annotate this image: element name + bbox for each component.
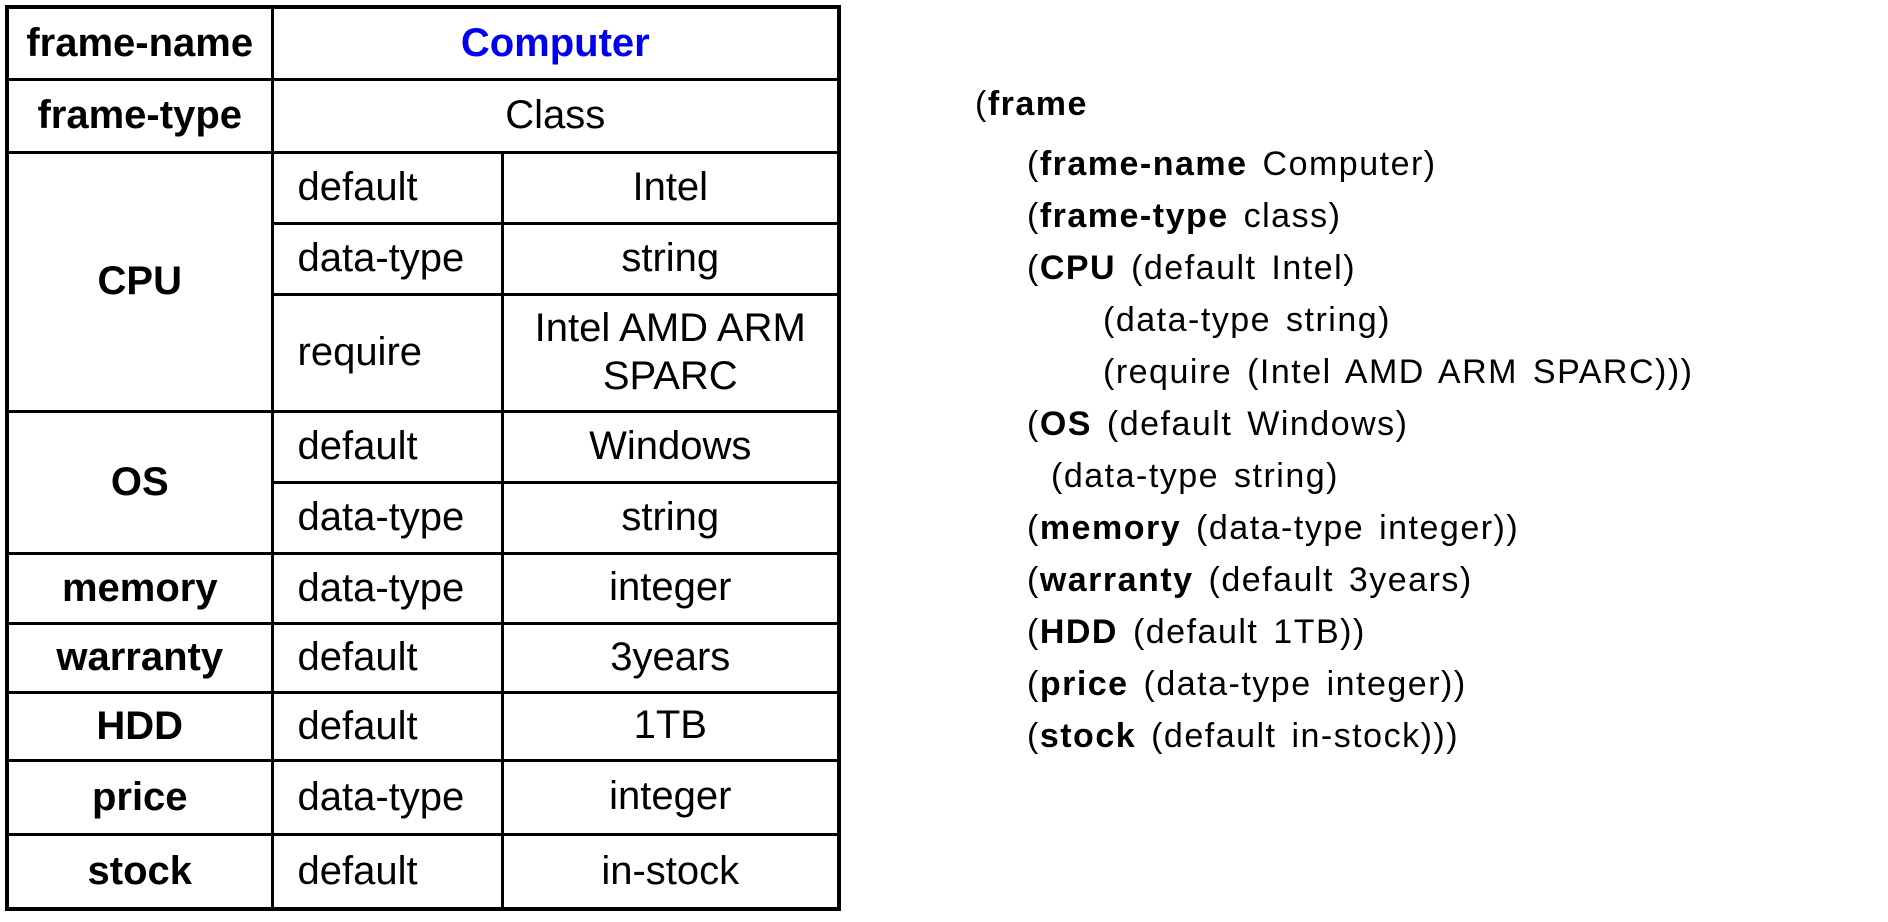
warranty-value-cell: 3years: [500, 621, 841, 694]
code-line: (warranty (default 3years): [975, 554, 1693, 606]
table-row: require Intel AMD ARM SPARC: [7, 292, 841, 413]
os-default-value-cell: Windows: [500, 409, 841, 484]
hdd-value-cell: 1TB: [500, 690, 841, 762]
slot-price-cell: price: [5, 758, 274, 836]
code-slot-name: warranty: [1039, 561, 1194, 599]
table-row: CPU default Intel: [5, 150, 841, 413]
code-line-rest: (require (Intel AMD ARM SPARC))): [1103, 353, 1694, 391]
cpu-require-facet-cell: require: [270, 292, 504, 413]
frame-name-label-cell: frame-name: [5, 5, 274, 81]
price-facet-cell: data-type: [270, 758, 504, 836]
cpu-default-facet-cell: default: [270, 150, 504, 225]
code-line-rest: (default 1TB)): [1118, 613, 1366, 651]
code-line: (memory (data-type integer)): [975, 502, 1693, 554]
open-paren: (: [1027, 249, 1040, 287]
code-line: (data-type string): [975, 450, 1693, 502]
slot-hdd-cell: HDD: [5, 690, 274, 762]
code-line-rest: (default in-stock))): [1136, 717, 1460, 755]
slot-stock-cell: stock: [5, 832, 274, 911]
memory-facet-cell: data-type: [270, 551, 504, 625]
open-paren: (: [975, 85, 988, 123]
code-slot-name: frame: [987, 85, 1088, 123]
code-slot-name: HDD: [1039, 613, 1118, 651]
slot-warranty-cell: warranty: [5, 621, 274, 694]
slot-cpu-cell: CPU: [5, 150, 274, 413]
frame-name-value-cell: Computer: [270, 5, 841, 81]
table-row: stock default in-stock: [5, 832, 841, 911]
open-paren: (: [1027, 613, 1040, 651]
code-line: (frame: [975, 78, 1693, 130]
price-value-cell: integer: [500, 758, 841, 836]
frame-code-listing: (frame (frame-name Computer) (frame-type…: [975, 78, 1693, 762]
code-line: (require (Intel AMD ARM SPARC))): [975, 346, 1693, 398]
os-datatype-value-cell: string: [500, 480, 841, 555]
code-slot-name: OS: [1039, 405, 1092, 443]
code-line-rest: (default Intel): [1116, 249, 1357, 287]
table-row: memory data-type integer: [5, 551, 841, 625]
code-slot-name: memory: [1039, 509, 1182, 547]
code-line: (frame-name Computer): [975, 138, 1693, 190]
os-datatype-facet-cell: data-type: [270, 480, 504, 555]
open-paren: (: [1027, 197, 1040, 235]
code-slot-name: stock: [1039, 717, 1137, 755]
code-line-rest: Computer): [1247, 145, 1437, 183]
open-paren: (: [1027, 717, 1040, 755]
cpu-datatype-facet-cell: data-type: [270, 221, 504, 296]
table-row: data-type string: [7, 221, 841, 296]
cpu-require-value-cell: Intel AMD ARM SPARC: [500, 292, 841, 413]
code-line-rest: (default Windows): [1091, 405, 1409, 443]
code-slot-name: frame-name: [1039, 145, 1248, 183]
stock-value-cell: in-stock: [500, 832, 841, 911]
open-paren: (: [1027, 405, 1040, 443]
table-row: data-type string: [7, 480, 841, 555]
slot-memory-cell: memory: [5, 551, 274, 625]
code-slot-name: price: [1039, 665, 1129, 703]
hdd-facet-cell: default: [270, 690, 504, 762]
open-paren: (: [1027, 665, 1040, 703]
os-default-facet-cell: default: [270, 409, 504, 484]
code-line-rest: class): [1228, 197, 1342, 235]
code-line-rest: (default 3years): [1193, 561, 1473, 599]
table-row: price data-type integer: [5, 758, 841, 836]
cpu-datatype-value-cell: string: [500, 221, 841, 296]
code-line: (OS (default Windows): [975, 398, 1693, 450]
code-line-rest: (data-type integer)): [1128, 665, 1467, 703]
code-line: (CPU (default Intel): [975, 242, 1693, 294]
warranty-facet-cell: default: [270, 621, 504, 694]
table-row: warranty default 3years: [5, 621, 841, 694]
code-line-rest: (data-type string): [1051, 457, 1339, 495]
table-row: HDD default 1TB: [5, 690, 841, 762]
table-row: frame-name Computer: [5, 5, 841, 81]
code-slot-name: CPU: [1039, 249, 1117, 287]
frame-type-label-cell: frame-type: [5, 77, 274, 154]
code-line: (frame-type class): [975, 190, 1693, 242]
code-line: (stock (default in-stock))): [975, 710, 1693, 762]
open-paren: (: [1027, 561, 1040, 599]
code-line: (HDD (default 1TB)): [975, 606, 1693, 658]
frame-table: frame-name Computer frame-type Class CPU…: [5, 5, 842, 911]
code-slot-name: frame-type: [1039, 197, 1229, 235]
code-line: (data-type string): [975, 294, 1693, 346]
code-line: (price (data-type integer)): [975, 658, 1693, 710]
table-row: OS default Windows: [5, 409, 841, 555]
slot-os-cell: OS: [5, 409, 274, 555]
open-paren: (: [1027, 145, 1040, 183]
memory-value-cell: integer: [500, 551, 841, 625]
code-line-rest: (data-type integer)): [1181, 509, 1520, 547]
table-row: frame-type Class: [5, 77, 841, 154]
open-paren: (: [1027, 509, 1040, 547]
stock-facet-cell: default: [270, 832, 504, 911]
frame-type-value-cell: Class: [270, 77, 841, 154]
code-line-rest: (data-type string): [1103, 301, 1391, 339]
cpu-default-value-cell: Intel: [500, 150, 841, 225]
